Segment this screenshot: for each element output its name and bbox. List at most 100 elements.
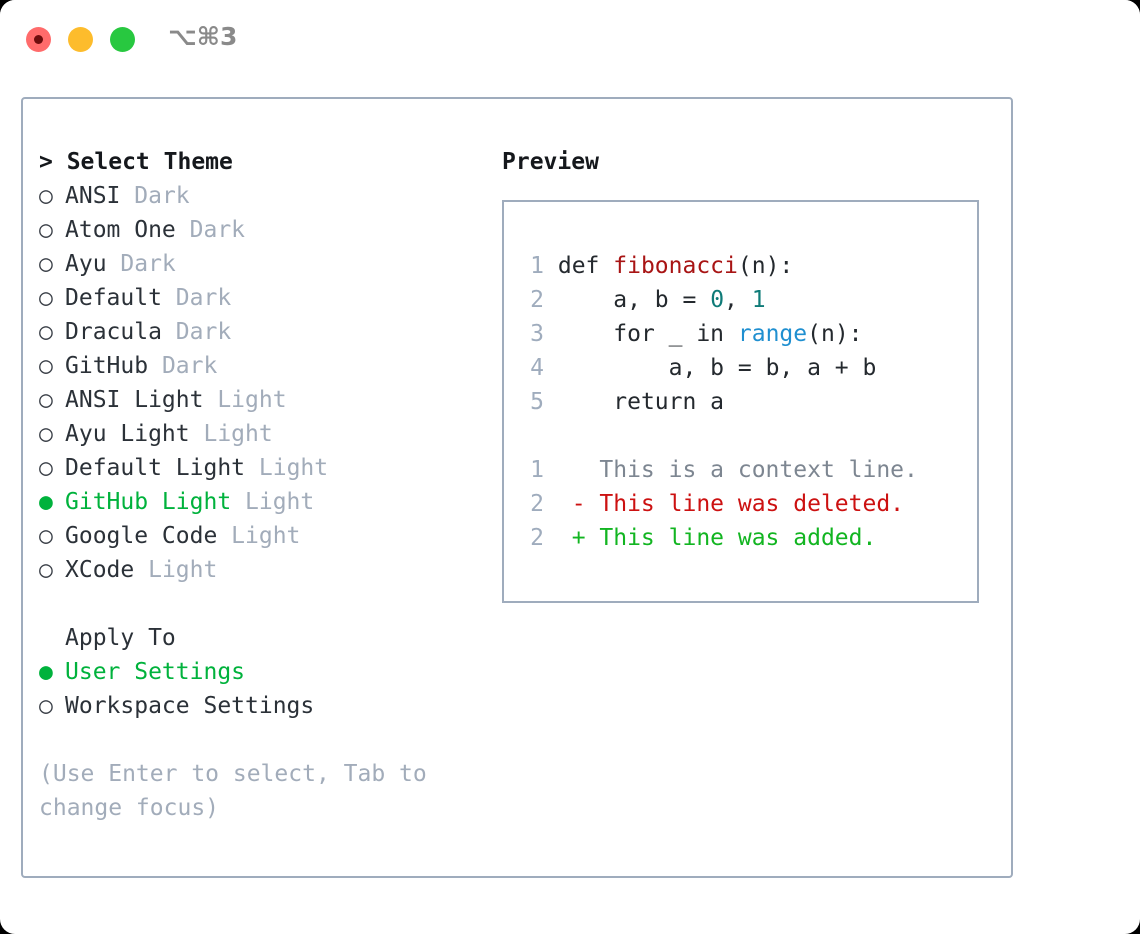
diff-marker <box>544 457 599 483</box>
apply-to-option-workspace-settings[interactable]: ○ Workspace Settings <box>39 689 479 723</box>
code-token: return a <box>557 389 725 415</box>
theme-item-label: ANSI <box>65 183 135 209</box>
theme-item-ayu-light[interactable]: ○ Ayu Light Light <box>39 417 479 451</box>
section-spacer <box>39 587 479 621</box>
code-line: 4 a, b = b, a + b <box>516 351 918 385</box>
radio-unselected-icon: ○ <box>39 693 67 719</box>
theme-item-label: XCode <box>65 557 149 583</box>
code-gutter-space <box>544 389 558 415</box>
theme-item-kind-badge: Dark <box>175 319 232 345</box>
radio-unselected-icon: ○ <box>39 421 67 447</box>
theme-item-kind-badge: Light <box>231 523 301 549</box>
code-token: 1 <box>751 287 766 313</box>
diff-line-text: This line was added. <box>599 525 877 551</box>
apply-to-list[interactable]: ● User Settings○ Workspace Settings <box>39 655 479 723</box>
radio-unselected-icon: ○ <box>39 353 67 379</box>
theme-item-kind-badge: Light <box>148 557 218 583</box>
theme-item-kind-badge: Dark <box>189 217 246 243</box>
theme-item-label: Atom One <box>65 217 190 243</box>
code-gutter-space <box>544 321 558 347</box>
theme-item-xcode[interactable]: ○ XCode Light <box>39 553 479 587</box>
radio-unselected-icon: ○ <box>39 523 67 549</box>
theme-item-label: Ayu <box>65 251 121 277</box>
traffic-light-group <box>26 27 135 52</box>
theme-selector-column: > Select Theme ○ ANSI Dark○ Atom One Dar… <box>39 145 479 825</box>
diff-line-number: 2 <box>530 525 544 551</box>
code-gutter-space <box>544 253 558 279</box>
code-line-number: 5 <box>530 389 544 415</box>
theme-item-ansi[interactable]: ○ ANSI Dark <box>39 179 479 213</box>
radio-unselected-icon: ○ <box>39 319 67 345</box>
theme-item-kind-badge: Dark <box>175 285 232 311</box>
theme-item-ayu[interactable]: ○ Ayu Dark <box>39 247 479 281</box>
radio-unselected-icon: ○ <box>39 387 67 413</box>
code-line: 1 def fibonacci(n): <box>516 249 918 283</box>
theme-item-kind-badge: Light <box>217 387 287 413</box>
code-gutter-space <box>544 287 558 313</box>
keyboard-hint-text: (Use Enter to select, Tab to change focu… <box>39 761 441 821</box>
diff-line-add: 2 + This line was added. <box>516 521 918 555</box>
code-line: 2 a, b = 0, 1 <box>516 283 918 317</box>
theme-item-label: Default Light <box>65 455 259 481</box>
code-line-number: 2 <box>530 287 544 313</box>
preview-column: Preview 1 def fibonacci(n):2 a, b = 0, 1… <box>502 145 992 603</box>
theme-item-kind-badge: Light <box>258 455 329 481</box>
code-token: a, b = b, a + b <box>557 355 877 381</box>
apply-to-heading: Apply To <box>65 625 176 651</box>
apply-to-option-user-settings[interactable]: ● User Settings <box>39 655 479 689</box>
theme-item-dracula[interactable]: ○ Dracula Dark <box>39 315 479 349</box>
theme-list[interactable]: ○ ANSI Dark○ Atom One Dark○ Ayu Dark○ De… <box>39 179 479 587</box>
theme-item-kind-badge: Dark <box>161 353 218 379</box>
diff-marker: + <box>544 525 600 551</box>
code-line-number: 4 <box>530 355 544 381</box>
code-token: , <box>724 287 752 313</box>
close-button-icon[interactable] <box>26 27 51 52</box>
diff-line-ctx: 1 This is a context line. <box>516 453 918 487</box>
diff-line-number: 2 <box>530 491 544 517</box>
code-token: (n): <box>807 321 863 347</box>
code-token: (n): <box>737 253 794 279</box>
theme-item-kind-badge: Light <box>245 489 315 515</box>
radio-unselected-icon: ○ <box>39 183 67 209</box>
code-line: 5 return a <box>516 385 918 419</box>
theme-item-atom-one[interactable]: ○ Atom One Dark <box>39 213 479 247</box>
minimize-button-icon[interactable] <box>68 27 93 52</box>
theme-item-default[interactable]: ○ Default Dark <box>39 281 479 315</box>
theme-item-label: Default <box>65 285 176 311</box>
theme-item-kind-badge: Dark <box>120 251 176 277</box>
apply-to-option-label: Workspace Settings <box>65 693 315 719</box>
code-gutter-space <box>544 355 558 381</box>
theme-item-default-light[interactable]: ○ Default Light Light <box>39 451 479 485</box>
theme-item-label: GitHub <box>65 353 162 379</box>
diff-line-del: 2 - This line was deleted. <box>516 487 918 521</box>
code-line-number: 3 <box>530 321 544 347</box>
theme-item-label: Dracula <box>65 319 176 345</box>
theme-item-label: ANSI Light <box>65 387 218 413</box>
theme-item-github[interactable]: ○ GitHub Dark <box>39 349 479 383</box>
theme-item-github-light[interactable]: ● GitHub Light Light <box>39 485 479 519</box>
diff-line-text: This line was deleted. <box>599 491 905 517</box>
select-theme-heading: > Select Theme <box>39 149 233 175</box>
diff-marker: - <box>544 491 600 517</box>
preview-heading: Preview <box>502 149 599 175</box>
radio-selected-icon: ● <box>39 489 67 515</box>
main-panel: > Select Theme ○ ANSI Dark○ Atom One Dar… <box>21 97 1013 878</box>
code-line-number: 1 <box>530 253 544 279</box>
radio-selected-icon: ● <box>39 659 67 685</box>
maximize-button-icon[interactable] <box>110 27 135 52</box>
radio-unselected-icon: ○ <box>39 251 67 277</box>
theme-item-label: Ayu Light <box>65 421 204 447</box>
theme-item-google-code[interactable]: ○ Google Code Light <box>39 519 479 553</box>
code-token: fibonacci <box>613 253 738 279</box>
code-blank-line <box>516 419 918 453</box>
radio-unselected-icon: ○ <box>39 217 67 243</box>
keyboard-shortcut-label: ⌥⌘3 <box>168 22 238 51</box>
theme-item-label: GitHub Light <box>65 489 246 515</box>
theme-item-ansi-light[interactable]: ○ ANSI Light Light <box>39 383 479 417</box>
diff-line-text: This is a context line. <box>599 457 918 483</box>
theme-item-label: Google Code <box>65 523 232 549</box>
apply-to-option-label: User Settings <box>65 659 246 685</box>
diff-line-number: 1 <box>530 457 544 483</box>
